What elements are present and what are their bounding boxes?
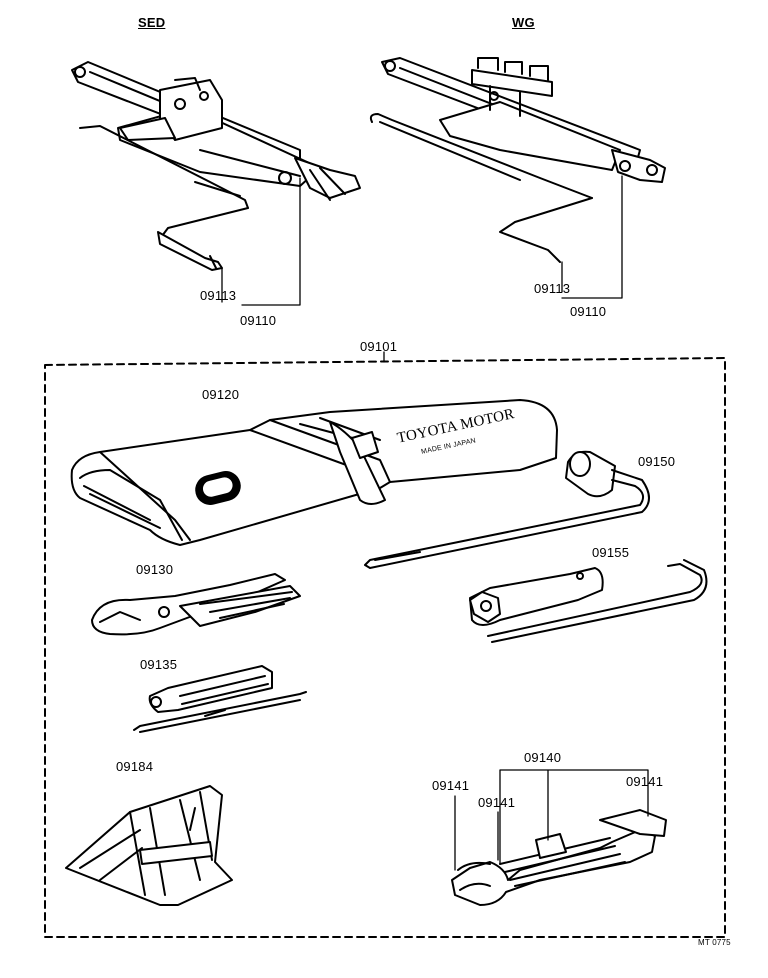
wrench-right-part-number: 09141 [626,774,664,789]
sed-handle-part-number: 09113 [200,288,237,303]
wg-jack-part-number: 09110 [570,304,607,319]
wg-scissor-jack [369,57,666,299]
screwdriver [133,665,307,733]
tool-bag [70,399,558,546]
jack-handle-bar-part-number: 09150 [638,454,676,469]
figure-code: MT 0775 [698,938,731,947]
chock-part-number: 09184 [116,759,154,774]
wheel-chock [65,785,233,906]
tool-bag-part-number: 09120 [202,387,240,402]
wrench-set-part-number: 09140 [524,750,562,765]
wheel-wrench-part-number: 09155 [592,545,630,560]
pliers [91,573,301,636]
sed-header: SED [138,15,166,30]
tool-set-part-number: 09101 [360,339,398,354]
wheel-wrench [469,559,708,643]
pliers-part-number: 09130 [136,562,174,577]
wg-handle-part-number: 09113 [534,281,571,296]
sed-scissor-jack [71,61,361,306]
wrench-set [451,769,667,906]
wrench-mid-part-number: 09141 [478,795,516,810]
wg-header: WG [512,15,535,30]
sed-jack-part-number: 09110 [240,313,277,328]
wrench-left-part-number: 09141 [432,778,470,793]
jack-handle-bar [364,450,650,569]
screwdriver-part-number: 09135 [140,657,178,672]
tool-set-boundary [44,357,726,938]
